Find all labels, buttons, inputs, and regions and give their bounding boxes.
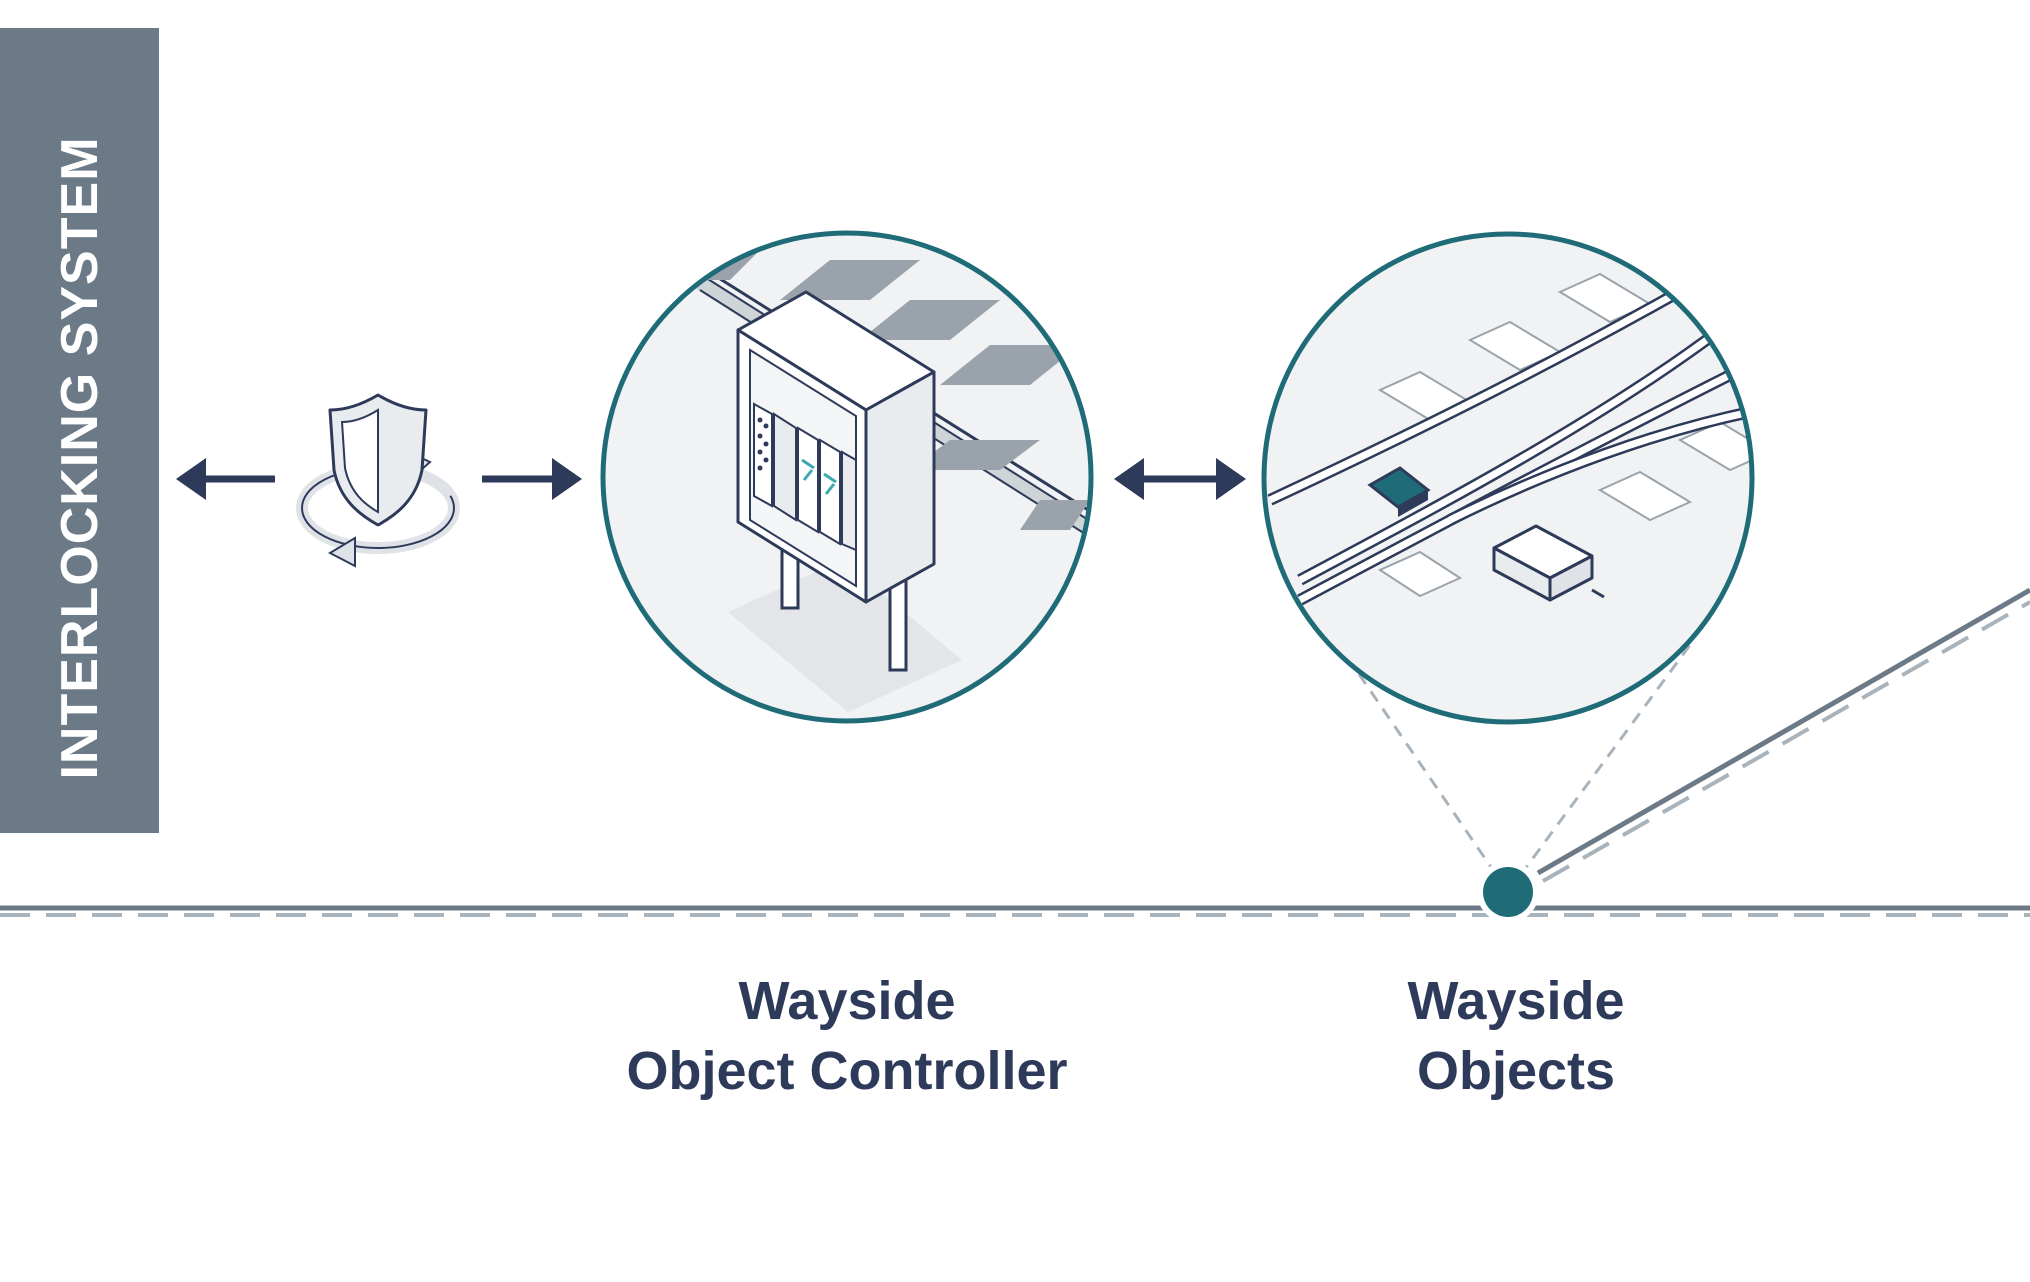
arrow-right-icon xyxy=(482,458,582,500)
wayside-objects-label: Wayside Objects xyxy=(1316,966,1716,1106)
wayside-object-controller-label: Wayside Object Controller xyxy=(547,966,1147,1106)
objects-label-line1: Wayside xyxy=(1407,971,1625,1031)
wayside-cabinet-icon xyxy=(600,230,1094,724)
controller-label-line1: Wayside xyxy=(738,971,956,1031)
objects-label-line2: Objects xyxy=(1416,1041,1616,1101)
ground-track-line xyxy=(0,905,2030,917)
controller-label-line2: Object Controller xyxy=(626,1041,1068,1101)
double-arrow-icon xyxy=(1114,458,1246,500)
diagonal-track-line xyxy=(1536,587,2030,883)
location-dot xyxy=(1477,861,1539,923)
arrow-left-icon xyxy=(176,458,275,500)
interlocking-system-banner: INTERLOCKING SYSTEM xyxy=(0,28,159,833)
shield-sync-icon xyxy=(294,393,462,568)
track-switch-icon xyxy=(1261,231,1755,725)
